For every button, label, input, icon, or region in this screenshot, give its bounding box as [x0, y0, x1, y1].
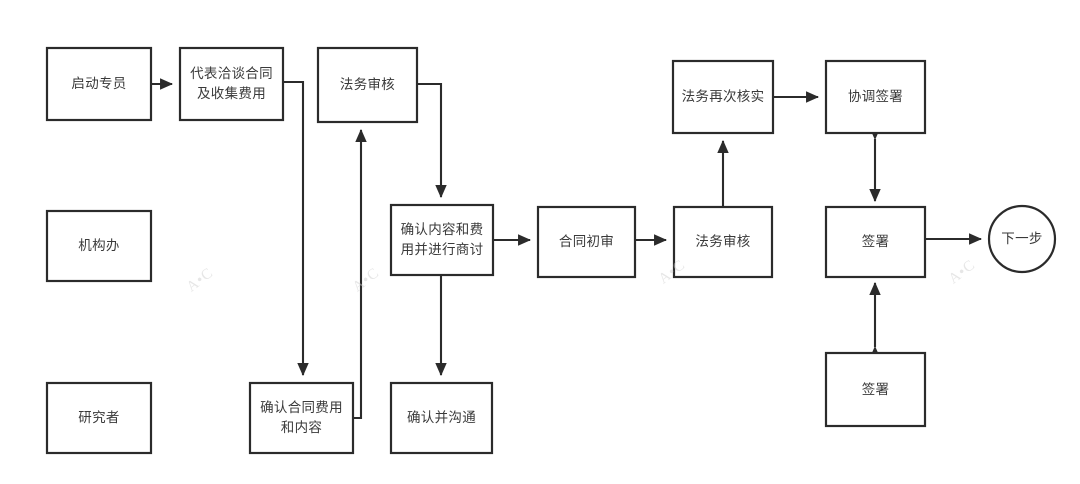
node-shape-n3[interactable]: [316, 46, 419, 124]
node-shape-n6[interactable]: [536, 205, 637, 279]
node-shape-n7[interactable]: [672, 205, 774, 279]
node-shape-n4[interactable]: [45, 209, 153, 283]
nodes-layer: [45, 46, 1057, 455]
node-shape-n2[interactable]: [178, 46, 285, 122]
node-shape-n9[interactable]: [824, 59, 927, 135]
node-shape-n15[interactable]: [824, 351, 927, 428]
node-shape-n14[interactable]: [389, 381, 494, 455]
node-shape-n11[interactable]: [987, 204, 1057, 274]
node-shape-n10[interactable]: [824, 205, 927, 279]
edges-layer: [151, 78, 983, 420]
edge-n13-to-n3: [353, 128, 367, 420]
node-shape-n13[interactable]: [248, 381, 355, 455]
node-shape-n1[interactable]: [45, 46, 153, 122]
edge-n2-to-n13: [283, 80, 309, 377]
node-shape-n12[interactable]: [45, 381, 153, 455]
node-shape-n5[interactable]: [389, 203, 495, 277]
node-shape-n8[interactable]: [671, 59, 775, 135]
edge-n3-to-n5: [417, 82, 447, 199]
